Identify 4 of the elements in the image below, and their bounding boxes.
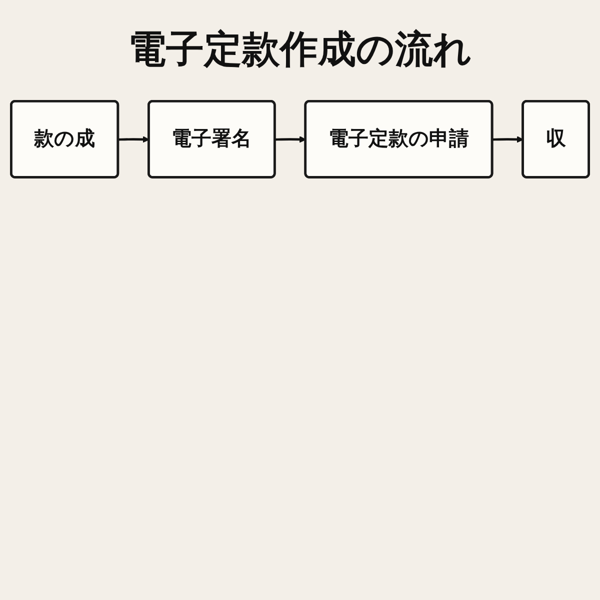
arrow [275, 136, 306, 143]
arrow [118, 136, 150, 143]
diagram-title: 電子定款作成の流れ [127, 26, 473, 73]
arrow [492, 136, 524, 143]
